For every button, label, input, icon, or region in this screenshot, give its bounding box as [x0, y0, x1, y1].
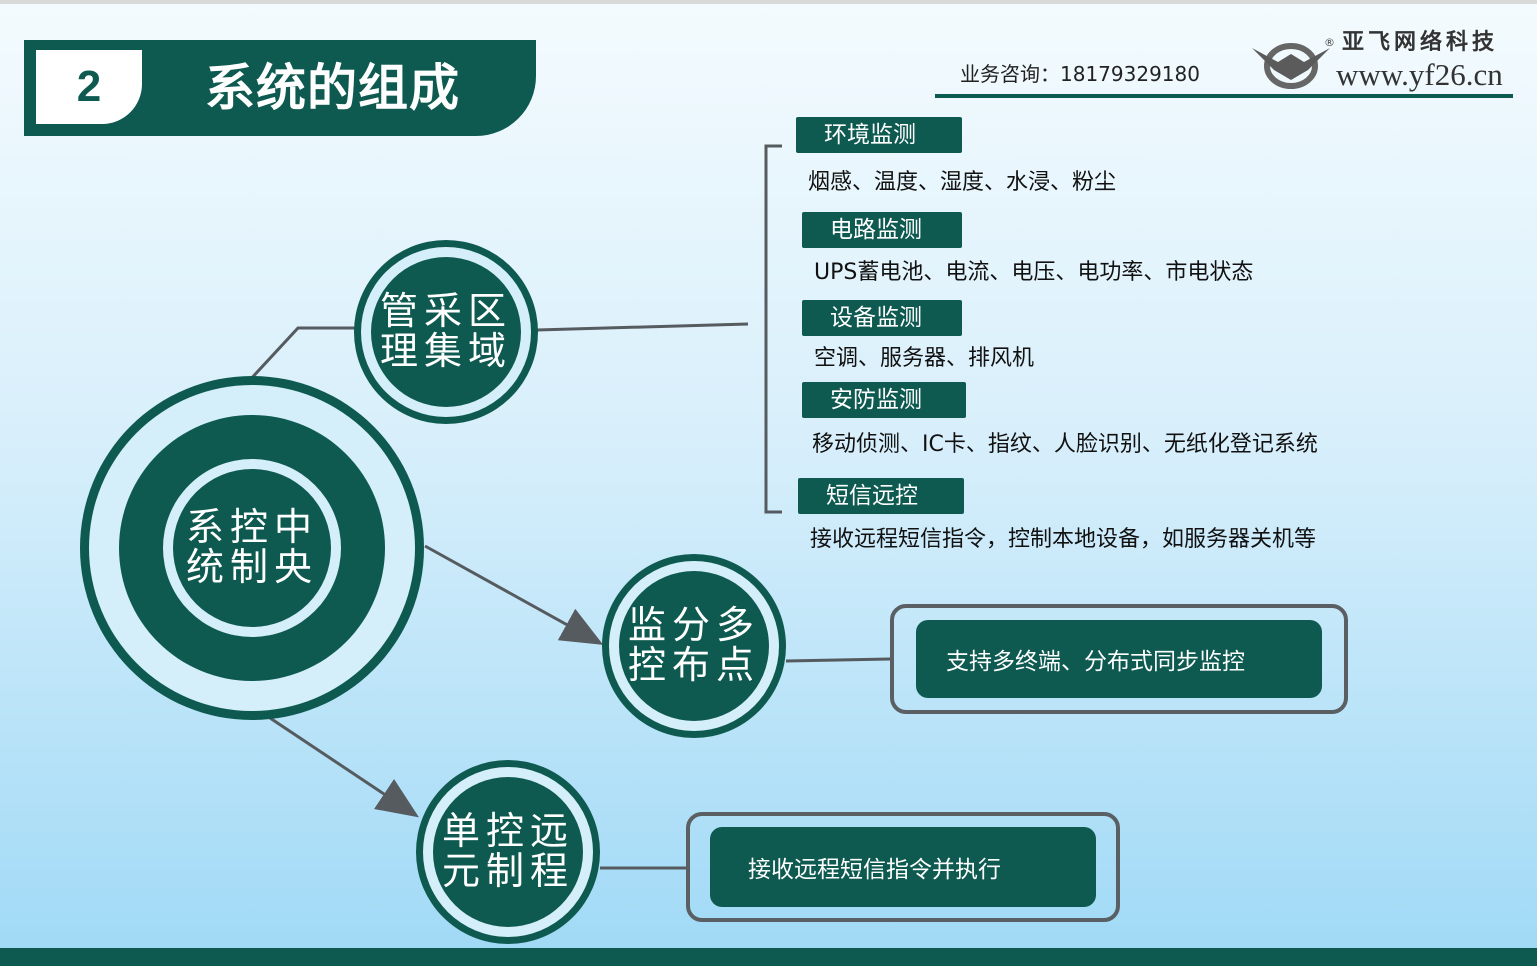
category-security: 安防监测	[802, 382, 966, 418]
category-circuit-detail: UPS蓄电池、电流、电压、电功率、市电状态	[814, 260, 1254, 285]
category-device-detail: 空调、服务器、排风机	[814, 346, 1035, 371]
remote-label-line1: 单控远	[441, 809, 574, 854]
category-env: 环境监测	[796, 117, 962, 153]
consult-phone: 业务咨询：18179329180	[960, 62, 1200, 86]
multipoint-label-line2: 控布点	[627, 643, 760, 687]
remote-box-outline	[686, 812, 1120, 922]
brand-name: 亚飞网络科技	[1342, 29, 1499, 55]
category-sms-detail: 接收远程短信指令，控制本地设备，如服务器关机等	[810, 527, 1317, 552]
multipoint-label-line1: 监分多	[627, 603, 760, 648]
remote-box: 接收远程短信指令并执行	[710, 827, 1096, 907]
category-env-detail: 烟感、温度、湿度、水浸、粉尘	[808, 170, 1117, 195]
bottom-bar	[0, 948, 1537, 966]
header-rule	[935, 94, 1513, 98]
center-label-line2: 统制央	[185, 545, 318, 589]
remote-label-line2: 元制程	[441, 849, 574, 893]
multipoint-box-outline	[890, 604, 1348, 714]
center-node: 系控中 统制央	[173, 469, 331, 627]
multipoint-node: 监分多 控布点	[602, 554, 786, 738]
remote-node: 单控远 元制程	[416, 760, 600, 944]
category-circuit: 电路监测	[802, 212, 962, 248]
top-border	[0, 0, 1537, 4]
center-outer-ring: 系控中 统制央	[80, 376, 424, 720]
page-title: 系统的组成	[205, 59, 460, 117]
category-device: 设备监测	[802, 300, 962, 336]
management-node: 管采区 理集域	[354, 240, 538, 424]
category-sms: 短信远控	[798, 478, 964, 514]
management-label-line1: 管采区	[379, 289, 512, 334]
management-label-line2: 理集域	[379, 329, 512, 373]
yafei-logo-icon: ®	[1252, 36, 1334, 89]
category-security-detail: 移动侦测、IC卡、指纹、人脸识别、无纸化登记系统	[812, 432, 1318, 457]
svg-text:®: ®	[1324, 36, 1334, 49]
multipoint-box: 支持多终端、分布式同步监控	[916, 620, 1322, 698]
section-number: 2	[36, 50, 142, 124]
brand-url: www.yf26.cn	[1336, 57, 1503, 92]
center-label-line1: 系控中	[185, 505, 318, 550]
